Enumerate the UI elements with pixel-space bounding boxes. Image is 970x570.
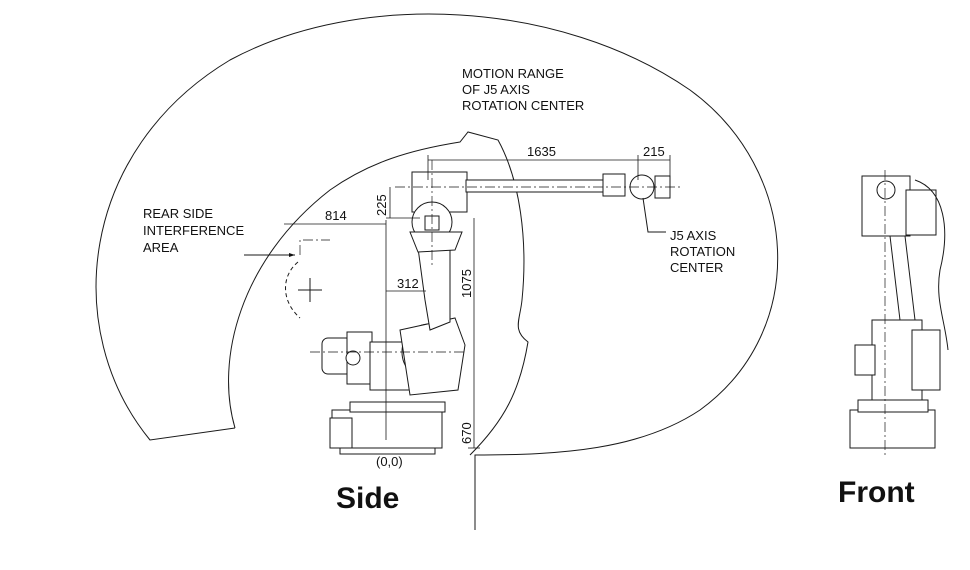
dim-1635: 1635: [527, 144, 556, 159]
front-view-title: Front: [838, 476, 915, 509]
dim-215: 215: [643, 144, 665, 159]
side-view-title: Side: [336, 482, 399, 515]
motion-range-inner-boundary: [228, 131, 529, 456]
rear-side-label-2: INTERFERENCE: [143, 223, 244, 238]
dim-312: 312: [397, 276, 419, 291]
motion-range-label-1: MOTION RANGE: [462, 66, 564, 81]
motion-range-label-3: ROTATION CENTER: [462, 98, 584, 113]
dim-1075: 1075: [459, 269, 474, 298]
dim-670: 670: [459, 422, 474, 444]
j5-center-label-2: ROTATION: [670, 244, 735, 259]
origin-label: (0,0): [376, 454, 403, 469]
rear-side-label-1: REAR SIDE: [143, 206, 213, 221]
dimension-lines: [284, 155, 671, 449]
dim-225: 225: [374, 194, 389, 216]
robot-side-view: [310, 160, 680, 455]
motion-range-label-2: OF J5 AXIS: [462, 82, 530, 97]
robot-front-view: [849, 170, 949, 455]
rear-side-label-3: AREA: [143, 240, 179, 255]
j5-center-label-1: J5 AXIS: [670, 228, 717, 243]
dim-814: 814: [325, 208, 347, 223]
rear-interference-area: [244, 239, 330, 319]
j5-center-label-3: CENTER: [670, 260, 723, 275]
j5-leader-line: [642, 197, 666, 233]
motion-range-outer-boundary: [95, 13, 779, 530]
